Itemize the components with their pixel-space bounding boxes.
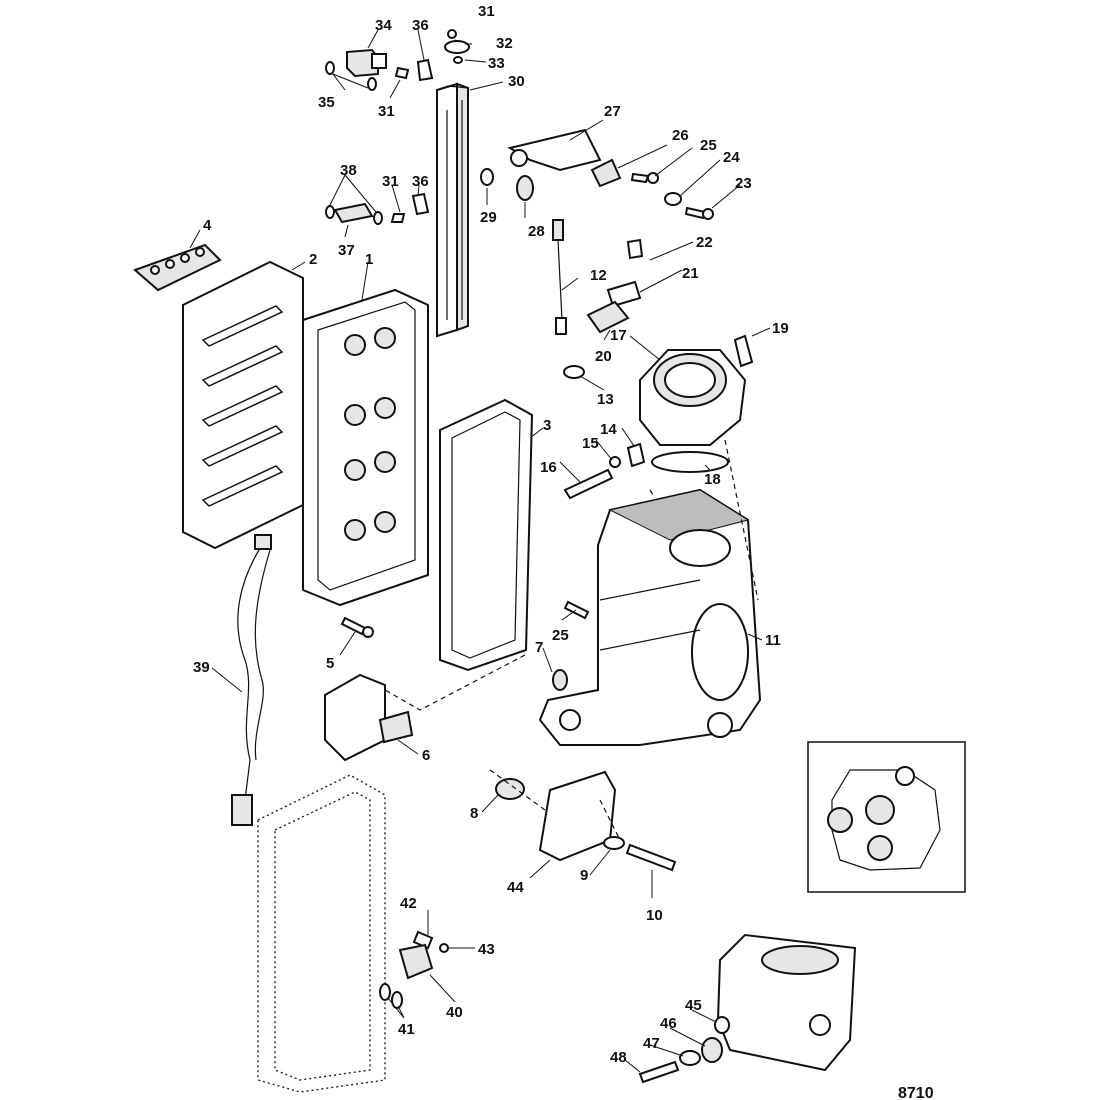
callout-3: 3 xyxy=(543,417,551,434)
plate-phantom xyxy=(257,774,386,1093)
callout-47: 47 xyxy=(643,1035,660,1052)
callout-24: 24 xyxy=(723,149,740,166)
nut-45 xyxy=(714,1016,730,1034)
callout-14: 14 xyxy=(600,421,617,438)
washer-9 xyxy=(603,836,625,850)
callout-41: 41 xyxy=(398,1021,415,1038)
grommets-28-29 xyxy=(480,168,534,201)
grommet-8 xyxy=(495,778,525,800)
callout-33: 33 xyxy=(488,55,505,72)
callout-5: 5 xyxy=(326,655,334,672)
callout-27: 27 xyxy=(604,103,621,120)
callout-21: 21 xyxy=(682,265,699,282)
callout-10: 10 xyxy=(646,907,663,924)
callout-31: 31 xyxy=(382,173,399,190)
callout-36: 36 xyxy=(412,17,429,34)
callout-30: 30 xyxy=(508,73,525,90)
callout-1: 1 xyxy=(365,251,373,268)
callout-6: 6 xyxy=(422,747,430,764)
callout-8: 8 xyxy=(470,805,478,822)
fitting-14-15-16 xyxy=(563,442,646,500)
leader-lines xyxy=(189,29,771,1073)
callout-13: 13 xyxy=(597,391,614,408)
callout-32: 32 xyxy=(496,35,513,52)
throttle-body-17 xyxy=(639,334,754,446)
callout-19: 19 xyxy=(772,320,789,337)
callout-16: 16 xyxy=(540,459,557,476)
callout-31: 31 xyxy=(378,103,395,120)
coil-pack-4 xyxy=(133,243,222,292)
bolt-10 xyxy=(625,843,677,872)
dashed-leaders xyxy=(384,439,759,841)
callout-44: 44 xyxy=(507,879,524,896)
sensor-37 xyxy=(325,202,383,225)
callout-labels: 31 32 33 34 36 30 35 31 27 26 25 24 23 3… xyxy=(193,3,789,1066)
spacer-7 xyxy=(552,669,568,691)
callout-2: 2 xyxy=(309,251,317,268)
callout-26: 26 xyxy=(672,127,689,144)
callout-25: 25 xyxy=(552,627,569,644)
callout-43: 43 xyxy=(478,941,495,958)
screw-5 xyxy=(340,616,374,638)
callout-17: 17 xyxy=(610,327,627,344)
washer-46 xyxy=(701,1037,723,1063)
bolt-25-center xyxy=(563,600,590,620)
bracket-27 xyxy=(507,128,602,172)
callout-40: 40 xyxy=(446,1004,463,1021)
callout-42: 42 xyxy=(400,895,417,912)
callout-15: 15 xyxy=(582,435,599,452)
callout-28: 28 xyxy=(528,223,545,240)
callout-46: 46 xyxy=(660,1015,677,1032)
callout-29: 29 xyxy=(480,209,497,226)
o-rings-35 xyxy=(325,61,377,91)
bolt-48 xyxy=(638,1060,680,1084)
gasket-2 xyxy=(182,260,304,550)
callout-48: 48 xyxy=(610,1049,627,1066)
gasket-3 xyxy=(439,398,534,672)
clamp-26 xyxy=(590,158,622,188)
plate-1 xyxy=(302,288,429,607)
callout-4: 4 xyxy=(203,217,212,234)
callout-34: 34 xyxy=(375,17,392,34)
harness-39 xyxy=(231,534,272,826)
sensor-20 xyxy=(586,300,630,334)
bracket-44 xyxy=(538,770,617,862)
bolt-22-bracket-21 xyxy=(606,238,644,308)
washer-bolts-top-right xyxy=(630,172,714,220)
o-ring-18 xyxy=(651,451,729,473)
idle-valve-6 xyxy=(324,673,414,762)
fuel-rail-30 xyxy=(436,82,469,338)
plenum-11 xyxy=(538,488,762,746)
callout-39: 39 xyxy=(193,659,210,676)
callout-12: 12 xyxy=(590,267,607,284)
callout-9: 9 xyxy=(580,867,588,884)
callout-20: 20 xyxy=(595,348,612,365)
callout-7: 7 xyxy=(535,639,543,656)
washer-47 xyxy=(679,1050,701,1066)
temp-sensor-12 xyxy=(552,219,567,335)
o-ring-13 xyxy=(563,365,585,379)
callout-18: 18 xyxy=(704,471,721,488)
clip-42 xyxy=(412,930,434,950)
callout-36: 36 xyxy=(412,173,429,190)
callout-22: 22 xyxy=(696,234,713,251)
callout-31: 31 xyxy=(478,3,495,20)
o-rings-41 xyxy=(379,983,403,1009)
small-hardware xyxy=(390,29,470,223)
callout-11: 11 xyxy=(765,632,781,649)
callout-45: 45 xyxy=(685,997,702,1014)
sensor-40 xyxy=(398,943,434,980)
figure-number: 8710 xyxy=(898,1085,934,1100)
sensor-34 xyxy=(346,48,387,78)
housing-bottom xyxy=(716,933,857,1072)
callout-35: 35 xyxy=(318,94,335,111)
callout-25: 25 xyxy=(700,137,717,154)
callout-23: 23 xyxy=(735,175,752,192)
callout-37: 37 xyxy=(338,242,355,259)
callout-38: 38 xyxy=(340,162,357,179)
screw-43 xyxy=(439,943,449,953)
inset-detail xyxy=(807,741,966,893)
